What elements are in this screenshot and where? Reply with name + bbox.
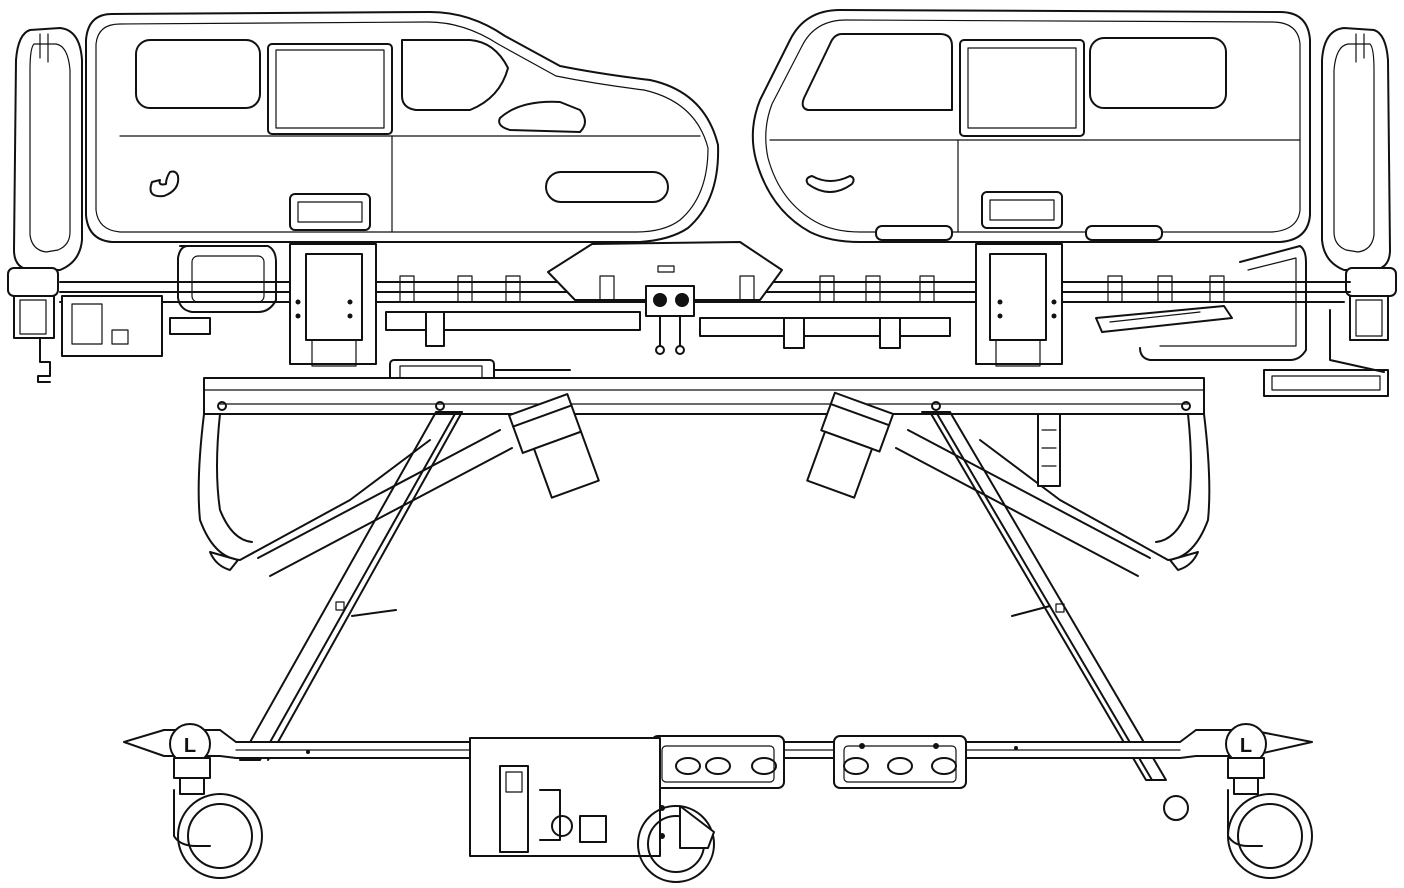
- lift-actuators: [508, 391, 1061, 499]
- head-end-board: [7, 27, 83, 383]
- lift-frame-beam: [203, 377, 1205, 415]
- casters: [173, 757, 1313, 883]
- left-caster-marker: L: [184, 735, 196, 757]
- scissor-lift-legs: [239, 411, 1167, 781]
- right-caster-marker: L: [1240, 735, 1252, 757]
- upper-deck: [59, 241, 1389, 397]
- base-pedal-blocks: [651, 735, 967, 789]
- foot-end-board: [1321, 27, 1397, 341]
- base-control-box: [469, 737, 665, 857]
- foot-side-rail: [751, 9, 1311, 243]
- lift-side-panels: [197, 413, 1211, 571]
- head-side-rail: [85, 11, 720, 243]
